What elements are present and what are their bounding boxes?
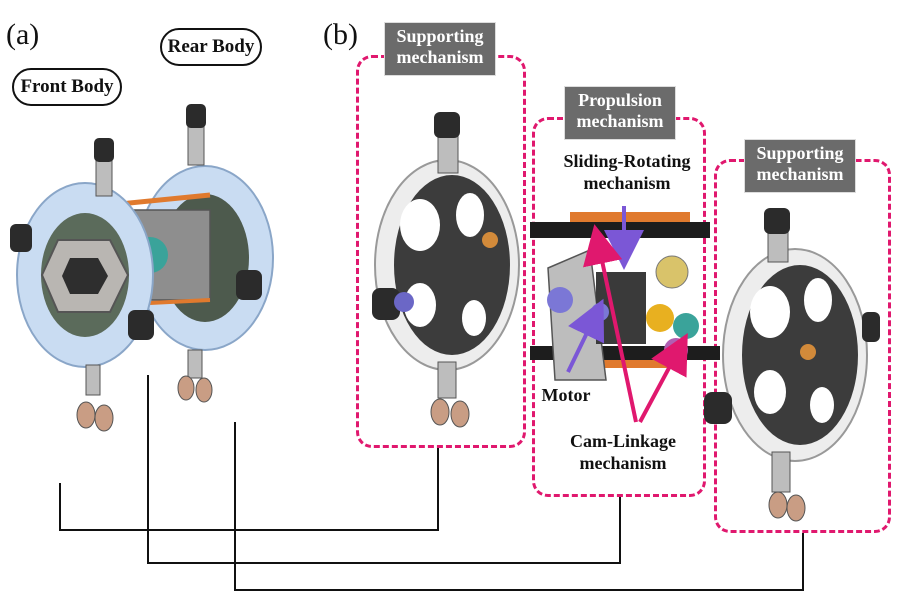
label-line-2: mechanism <box>756 164 844 184</box>
anno-line-2: mechanism <box>579 453 667 473</box>
supporting-mechanism-label-left: Supporting mechanism <box>384 22 496 76</box>
rear-body-label: Rear Body <box>160 28 262 66</box>
connector-middle-to-propulsion <box>147 375 621 564</box>
motor-annotation: Motor <box>541 385 591 405</box>
label-line-1: Supporting <box>756 143 844 163</box>
supporting-module-right-image <box>704 208 880 522</box>
cam-linkage-arrow-2 <box>638 332 688 423</box>
propulsion-mechanism-label: Propulsion mechanism <box>564 86 676 140</box>
panel-label-a: (a) <box>6 18 40 51</box>
label-line-2: mechanism <box>576 111 664 131</box>
panel-label-b: (b) <box>323 18 358 51</box>
assembled-robot-image <box>10 104 274 432</box>
anno-line-2: mechanism <box>583 173 671 193</box>
sliding-rotating-annotation: Sliding-Rotating mechanism <box>547 150 707 194</box>
label-line-1: Supporting <box>396 26 484 46</box>
connector-front-to-supporting-left <box>59 448 439 531</box>
anno-line-1: Cam-Linkage <box>569 431 676 451</box>
cam-linkage-arrow-1 <box>583 224 638 423</box>
label-line-1: Propulsion <box>578 90 662 110</box>
anno-line-1: Sliding-Rotating <box>563 151 691 171</box>
supporting-module-left-image <box>372 112 520 428</box>
label-line-2: mechanism <box>396 47 484 67</box>
cam-linkage-annotation: Cam-Linkage mechanism <box>548 430 698 474</box>
connector-rear-to-supporting-right <box>234 422 804 591</box>
motor-arrow <box>566 298 605 373</box>
front-body-label: Front Body <box>12 68 122 106</box>
supporting-mechanism-label-right: Supporting mechanism <box>744 139 856 193</box>
